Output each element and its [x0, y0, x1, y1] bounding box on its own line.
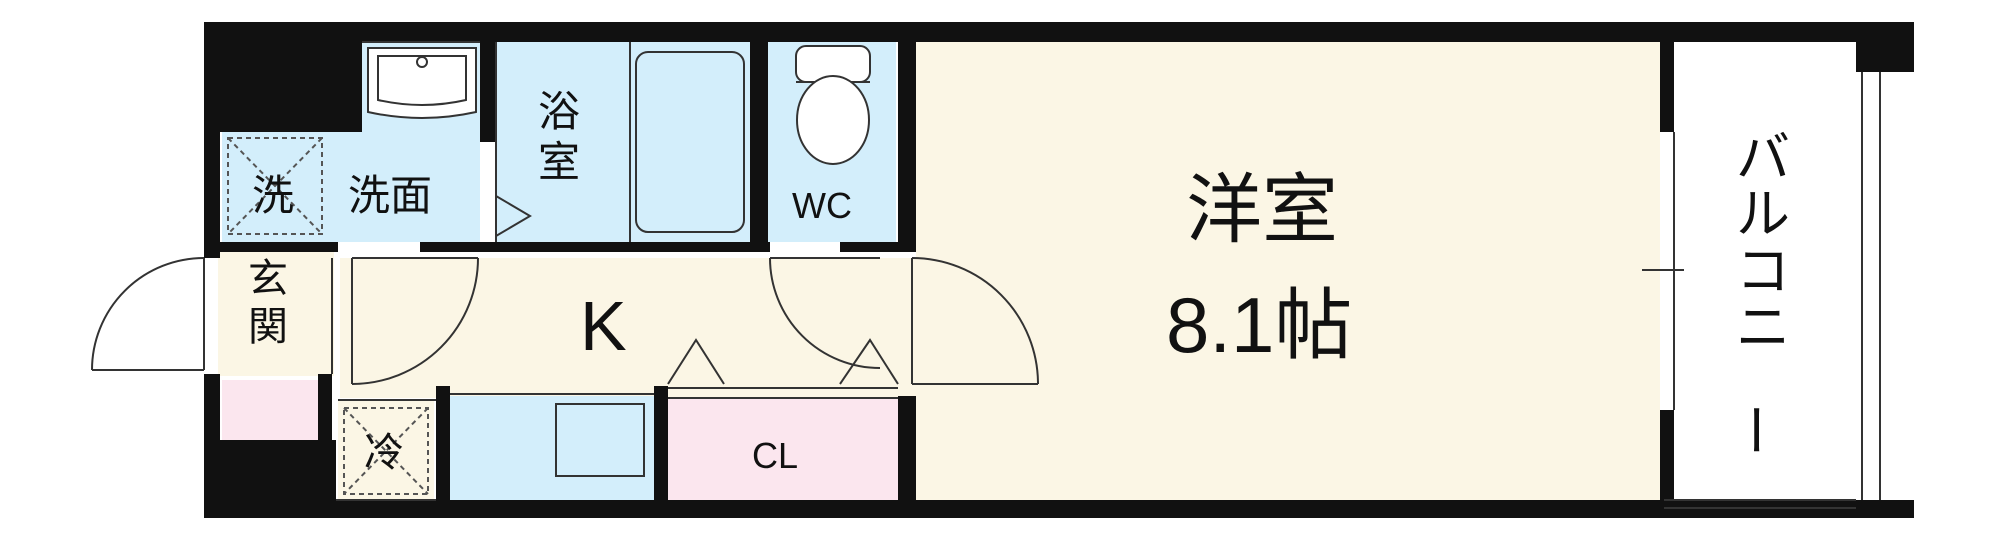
fridge-space	[343, 407, 429, 495]
toilet-label: WC	[792, 185, 852, 226]
bathroom-floor	[496, 42, 750, 242]
balcony-label-line: ニ	[1736, 298, 1790, 358]
closet-floor	[668, 398, 902, 502]
western-room-floor	[916, 42, 1660, 500]
kitchen-counter-floor	[448, 396, 654, 500]
balcony-label-line: バ	[1736, 128, 1790, 188]
balcony-label-line: ル	[1736, 185, 1790, 245]
fridge-label: 冷	[364, 431, 404, 475]
western-room-label: 洋室	[1186, 168, 1338, 253]
walls	[204, 22, 1914, 518]
kitchen-label: K	[580, 287, 627, 365]
fridge-space-floor	[338, 400, 434, 500]
washroom-label: 洗面	[348, 172, 432, 219]
western-room-size: 8.1帖	[1166, 281, 1352, 369]
entrance-label-line: 関	[248, 305, 288, 349]
washroom-floor	[222, 132, 480, 242]
balcony-label-line: コ	[1736, 241, 1790, 301]
wash-basin	[367, 47, 477, 119]
balcony-label-line: ー	[1724, 403, 1784, 457]
balcony-floor	[1664, 42, 1914, 508]
kitchen-sink	[555, 403, 645, 477]
washer-space	[227, 137, 323, 235]
doors	[91, 195, 1039, 385]
kitchen-floor	[340, 258, 916, 398]
entrance-storage-floor	[222, 380, 318, 444]
toilet-fixture	[795, 45, 871, 165]
balcony-label: バ ルコニー	[1724, 128, 1805, 457]
closet-label: CL	[752, 435, 798, 476]
entrance-label: 玄 関	[248, 257, 299, 349]
bath-label: 浴 室	[538, 88, 592, 185]
entrance-floor	[218, 250, 334, 376]
bath-label-line: 浴	[538, 88, 580, 135]
washer-label: 洗	[252, 172, 294, 219]
bath-label-line: 室	[538, 138, 580, 185]
entrance-label-line: 玄	[248, 257, 288, 301]
bathtub	[635, 51, 745, 233]
